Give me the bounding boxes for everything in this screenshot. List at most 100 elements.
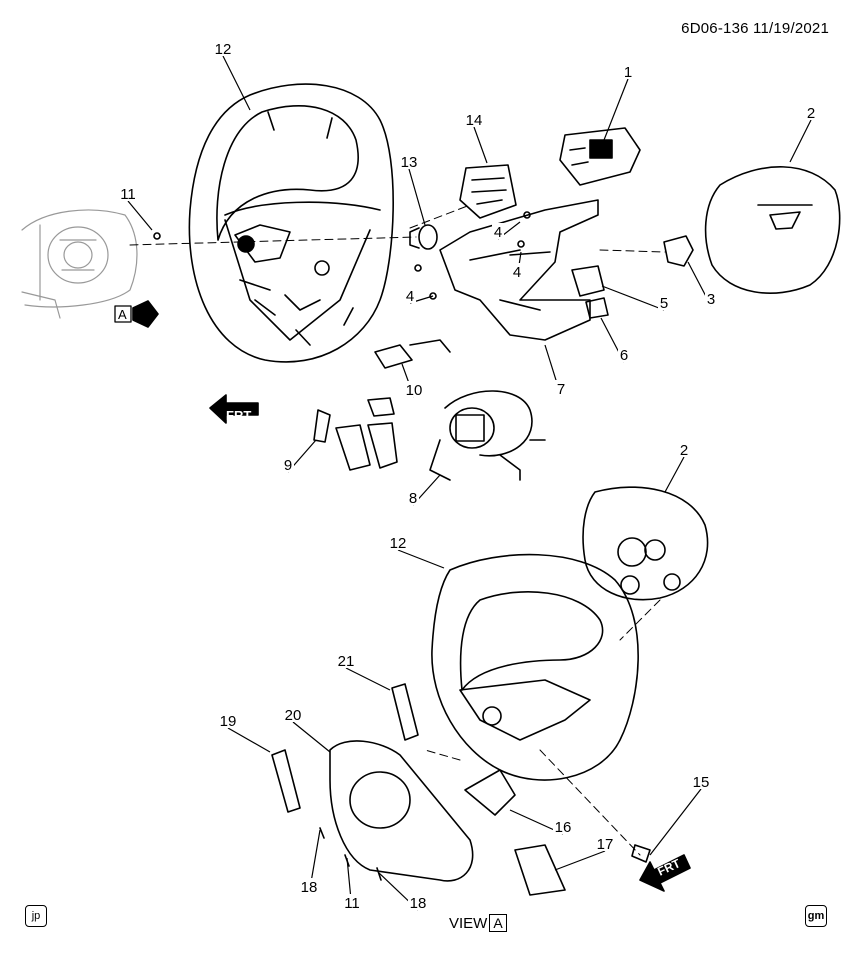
callout-c16: 16 — [555, 819, 572, 836]
callout-c20: 20 — [285, 707, 302, 724]
callout-c6: 6 — [620, 347, 628, 364]
callout-c11b: 11 — [344, 895, 360, 912]
callout-c13: 13 — [401, 154, 418, 171]
leader-line-c15 — [649, 788, 702, 856]
view-text: VIEW — [449, 914, 488, 932]
callout-c12b: 12 — [390, 535, 407, 552]
leader-line-c14 — [473, 126, 488, 164]
leader-line-c5 — [601, 285, 665, 311]
callout-bg-c4b — [511, 263, 523, 279]
callout-bg-c18a — [299, 878, 319, 894]
callout-c17: 17 — [597, 836, 614, 853]
callout-c1: 1 — [624, 64, 632, 81]
callout-c5: 5 — [660, 295, 668, 312]
callout-c10: 10 — [406, 382, 423, 399]
covers — [313, 397, 398, 471]
callout-bg-c12b — [388, 534, 408, 550]
steering-wheel-upper — [188, 83, 394, 363]
switch-5 — [571, 265, 605, 297]
callout-c19: 19 — [220, 713, 237, 730]
callout-bg-c13 — [399, 153, 419, 169]
callout-bg-c15 — [691, 773, 711, 789]
airbag-top — [704, 166, 841, 294]
callout-bg-c1 — [622, 63, 634, 79]
leader-line-c11a — [127, 200, 153, 231]
callout-bg-c4a — [492, 223, 504, 239]
steering-column — [21, 209, 138, 319]
cover-17 — [514, 844, 566, 896]
frt-arrow-upper — [209, 394, 259, 424]
leader-line-c1 — [603, 78, 629, 141]
callout-bg-c20 — [283, 706, 303, 722]
leader-line-c20 — [292, 721, 331, 753]
bracket-3 — [663, 235, 694, 267]
view-a-arrow-letter: A — [118, 307, 127, 322]
callout-c4c: 4 — [406, 288, 414, 305]
callout-bg-c5 — [658, 294, 670, 310]
diagram-header: 6D06-136 11/19/2021 — [681, 20, 829, 37]
callout-bg-c8 — [407, 489, 419, 505]
connector — [374, 339, 451, 369]
steering-wheel-lower — [431, 553, 639, 781]
leader-line-c2a — [789, 119, 812, 163]
callout-c18a: 18 — [301, 879, 318, 896]
callout-bg-c9 — [282, 456, 294, 472]
gm-badge: gm — [805, 905, 827, 927]
callout-c7: 7 — [557, 381, 565, 398]
leader-line-c13 — [408, 168, 426, 226]
bracket — [439, 199, 599, 341]
leader-line-c21 — [345, 667, 391, 691]
callout-c4b: 4 — [513, 264, 521, 281]
callout-c15: 15 — [693, 774, 710, 791]
callout-c12a: 12 — [215, 41, 232, 58]
callout-bg-c16 — [553, 818, 573, 834]
view-a-arrow — [114, 300, 159, 328]
wire-harness — [429, 390, 546, 481]
diagram-code: 6D06-136 — [681, 20, 749, 37]
callout-c2a: 2 — [807, 105, 815, 122]
leader-line-c12b — [397, 549, 445, 569]
view-label: VIEW A — [449, 914, 507, 932]
callout-c4a: 4 — [494, 224, 502, 241]
center-lines — [129, 204, 666, 856]
callout-bg-c18b — [408, 894, 428, 910]
diagram-date: 11/19/2021 — [753, 20, 829, 37]
frt-arrow-lower — [639, 854, 691, 892]
jp-badge: jp — [25, 905, 47, 927]
leader-line-c17 — [554, 850, 606, 871]
callout-c14: 14 — [466, 112, 483, 129]
callout-bg-c2a — [805, 104, 817, 120]
paddle-21 — [391, 683, 419, 741]
callout-bg-c6 — [618, 346, 630, 362]
lower-cover — [329, 740, 474, 882]
switch-6 — [585, 297, 609, 319]
callout-bg-c12a — [213, 40, 233, 56]
airbag-bottom — [582, 486, 709, 601]
bolt-15 — [631, 844, 651, 863]
cover-16 — [464, 769, 516, 816]
callout-bg-c2b — [678, 441, 690, 457]
callout-c2b: 2 — [680, 442, 688, 459]
callout-bg-c10 — [404, 381, 424, 397]
callout-c3: 3 — [707, 291, 715, 308]
paddle-19 — [271, 749, 301, 813]
callout-bg-c4c — [404, 287, 416, 303]
callout-bg-c21 — [336, 652, 356, 668]
callout-c21: 21 — [338, 653, 355, 670]
screws — [153, 211, 531, 881]
callout-c11a: 11 — [120, 186, 136, 203]
callout-bg-c11b — [342, 894, 362, 910]
switch-right — [559, 127, 641, 186]
hub-cap — [409, 224, 438, 250]
callout-bg-c17 — [595, 835, 615, 851]
callout-bg-c14 — [464, 111, 484, 127]
leader-line-c2b — [664, 456, 685, 493]
switch-left — [459, 164, 517, 219]
leader-line-c19 — [227, 727, 271, 753]
leader-line-c12a — [222, 55, 251, 111]
callout-bg-c19 — [218, 712, 238, 728]
callout-c8: 8 — [409, 490, 417, 507]
